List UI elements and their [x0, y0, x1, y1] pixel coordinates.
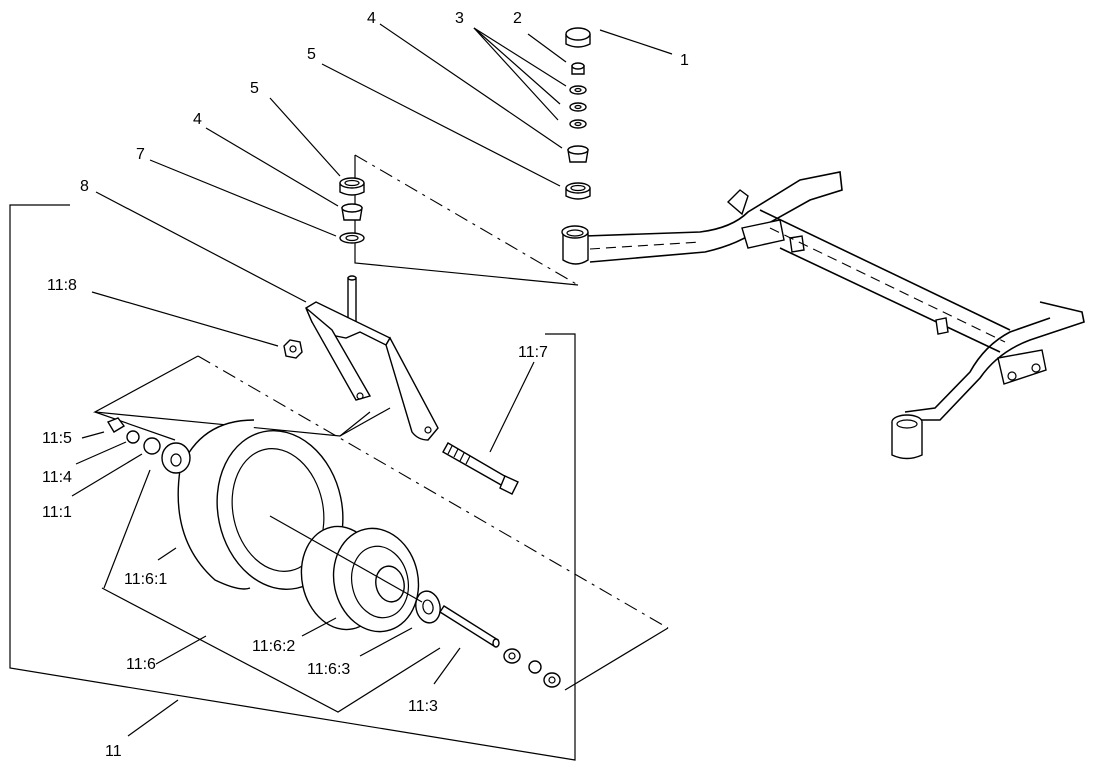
nut-part-2: [571, 62, 585, 75]
axle-part-11-3: [439, 605, 500, 648]
caster-fork-part-8: [305, 275, 439, 441]
bearing-part-11-6-3: [415, 590, 441, 624]
seal-part-7: [339, 232, 365, 244]
washers-part-3: [569, 85, 587, 129]
cup-part-5-upper: [565, 182, 591, 200]
hub-washers-right: [503, 648, 561, 688]
hub-parts-left: [106, 417, 191, 474]
callout-11-8: 11:8: [47, 277, 77, 294]
callout-8: 8: [80, 178, 89, 195]
callout-11-7: 11:7: [518, 344, 548, 361]
callout-11: 11: [105, 743, 122, 760]
nut-part-11-8: [283, 339, 303, 359]
axis-line: [269, 515, 423, 603]
callout-3: 3: [455, 10, 464, 27]
leader-lines: [71, 23, 673, 737]
bolt-part-11-7: [442, 442, 519, 495]
callout-5-upper: 5: [307, 46, 316, 63]
bearing-part-4-lower: [341, 203, 363, 221]
caster-fork-plane: [354, 154, 579, 286]
callout-7: 7: [136, 146, 145, 163]
callout-11-6-1: 11:6:1: [124, 571, 167, 588]
cap-part-1: [565, 27, 591, 48]
callout-11-1: 11:1: [42, 504, 72, 521]
callout-11-3: 11:3: [408, 698, 438, 715]
callout-labels: 1 2 3 4 5 5 4 7 8 11:8 11:7 11:5 11:4 11…: [42, 10, 689, 760]
callout-4-upper: 4: [367, 10, 376, 27]
callout-4-lower: 4: [193, 111, 202, 128]
callout-5-lower: 5: [250, 80, 259, 97]
bearing-part-4-upper: [567, 145, 589, 163]
callout-11-6-2: 11:6:2: [252, 638, 295, 655]
callout-11-4: 11:4: [42, 469, 72, 486]
assembly-11-outline: [9, 204, 576, 761]
rim-part-11-6-2: [300, 525, 420, 633]
caster-frame: [561, 171, 1085, 460]
callout-11-5: 11:5: [42, 430, 72, 447]
cup-part-5-lower: [339, 177, 365, 196]
callout-11-6: 11:6: [126, 656, 156, 673]
callout-2: 2: [513, 10, 522, 27]
callout-1: 1: [680, 52, 689, 69]
callout-11-6-3: 11:6:3: [307, 661, 350, 678]
wheel-plane: [92, 355, 669, 713]
